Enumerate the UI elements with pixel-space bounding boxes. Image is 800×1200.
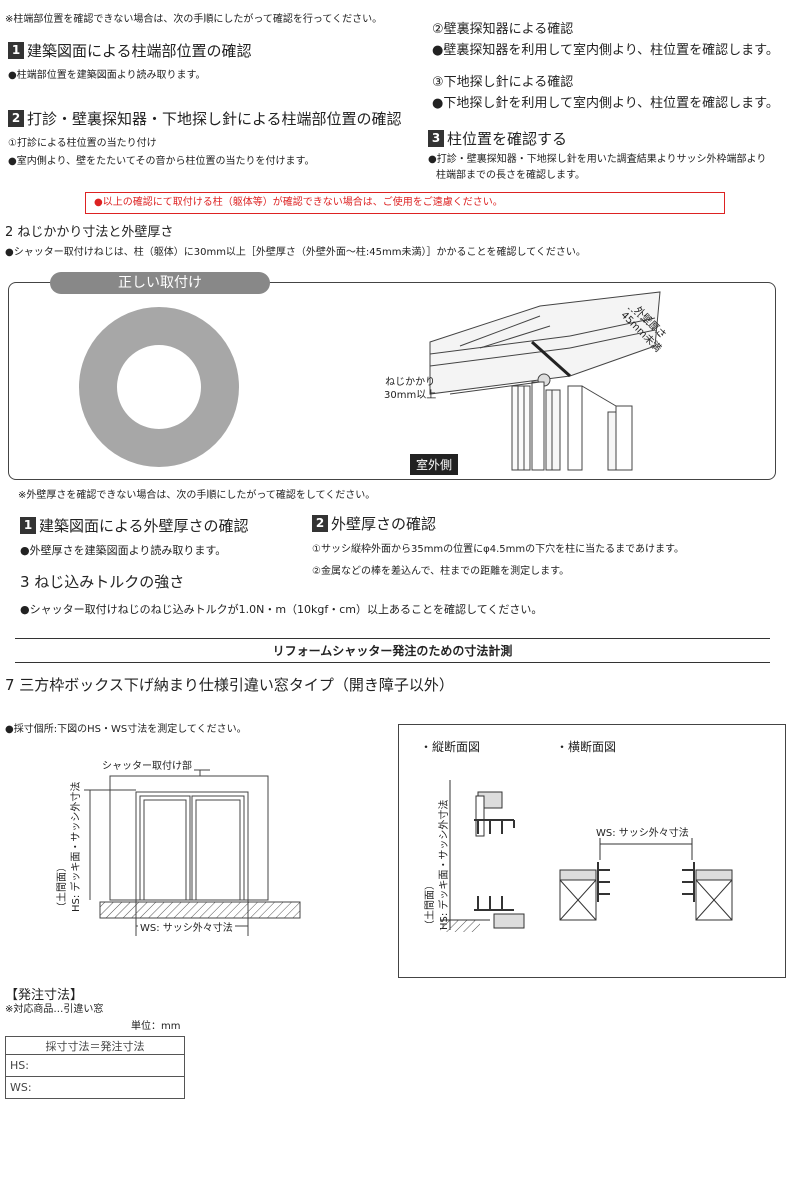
banner-rule-top [15,638,770,639]
warning-box: ●以上の確認にて取付ける柱（躯体等）が確認できない場合は、ご使用をご遠慮ください… [85,192,725,214]
section3-body: ●シャッター取付けねじのねじ込みトルクが1.0N・m（10kgf・cm）以上ある… [20,603,543,616]
s3-body1: ●打診・壁裏探知器・下地探し針を用いた調査結果よりサッシ外枠端部より [428,154,767,165]
banner-title: リフォームシャッター発注のための寸法計測 [272,644,513,658]
s1-heading: 1 建築図面による柱端部位置の確認 [8,40,252,61]
left-note: ※柱端部位置を確認できない場合は、次の手順にしたがって確認を行ってください。 [5,14,383,25]
table-row: WS: [5,1076,185,1099]
s2-title: 打診・壁裏探知器・下地探し針による柱端部位置の確認 [27,110,402,128]
screw-label: ねじかかり 30mm以上 [384,376,436,402]
ws-row-label: WS: [5,1076,185,1099]
hs-label-2: HS: デッキ面・サッシ外寸法 [71,781,82,912]
table-header: 採寸寸法＝発注寸法 [5,1036,185,1055]
wall-s2-title: 外壁厚さの確認 [331,515,437,533]
ws-label: WS: サッシ外々寸法 [138,922,235,935]
applicable-note: ※対応商品…引違い窓 [5,1004,104,1015]
install-diagram [429,291,661,471]
section7-title: 7 三方枠ボックス下げ納まり仕様引違い窓タイプ（開き障子以外） [5,676,454,694]
step-number: 1 [20,517,36,534]
s2-sub: ①打診による柱位置の当たり付け [8,138,157,149]
correct-install-panel [8,282,776,480]
wall-s2-body2: ②金属などの棒を差込んで、柱までの距離を測定します。 [312,566,570,577]
step-number: 2 [8,110,24,127]
s3-heading: 3 柱位置を確認する [428,128,567,149]
s1-title: 建築図面による柱端部位置の確認 [27,42,252,60]
s3-title: 柱位置を確認する [447,130,568,148]
wall-s2-body1: ①サッシ縦枠外面から35mmの位置にφ4.5mmの下穴を柱に当たるまであけます。 [312,544,685,555]
outside-label: 室外側 [410,454,459,475]
unit-label: 単位：mm [131,1021,181,1032]
section-drawings [440,780,733,932]
step-number: 2 [312,515,328,532]
hs-row-label: HS: [5,1054,185,1077]
attach-label: シャッター取付け部 [100,760,194,773]
screw-label-line1: ねじかかり [385,377,436,388]
r-a-title: ②壁裏探知器による確認 [432,22,574,37]
r-b-body: ●下地探し針を利用して室内側より、柱位置を確認します。 [432,96,779,111]
section3-title: 3 ねじ込みトルクの強さ [20,573,185,591]
s2-body: ●室内側より、壁をたたいてその音から柱位置の当たりを付けます。 [8,156,315,167]
section-views-panel [398,724,786,978]
table-row: 採寸寸法＝発注寸法 [5,1036,185,1055]
step-number: 3 [428,130,444,147]
s3-body2: 柱端部までの長さを確認します。 [436,170,585,181]
wall-s1-heading: 1 建築図面による外壁厚さの確認 [20,515,249,536]
r-a-body: ●壁裏探知器を利用して室内側より、柱位置を確認します。 [432,43,779,58]
banner-rule-bottom [15,662,770,663]
measure-note: ●採寸個所:下図のHS・WS寸法を測定してください。 [5,724,247,735]
screw-label-line2: 30mm以上 [384,390,437,401]
image-placeholder-ring [79,307,239,467]
r-ws-label: WS: サッシ外々寸法 [596,828,689,839]
vertical-section-title: ・縦断面図 [420,740,481,754]
wall-s2-heading: 2 外壁厚さの確認 [312,513,436,534]
wall-s1-body: ●外壁厚さを建築図面より読み取ります。 [20,544,227,557]
section2-body: ●シャッター取付けねじは、柱（躯体）に30mm以上［外壁厚さ（外壁外面〜柱:45… [5,247,586,258]
wall-note: ※外壁厚さを確認できない場合は、次の手順にしたがって確認をしてください。 [18,490,376,501]
panel-tab: 正しい取付け [50,272,270,294]
order-table: 採寸寸法＝発注寸法 HS: WS: [5,1036,185,1099]
wall-s1-title: 建築図面による外壁厚さの確認 [39,517,249,535]
r-b-title: ③下地探し針による確認 [432,75,574,90]
order-title: 【発注寸法】 [5,988,84,1003]
hs-label-1: （土間面） [57,862,68,912]
s1-body: ●柱端部位置を建築図面より読み取ります。 [8,70,206,81]
horizontal-section-title: ・横断面図 [556,740,617,754]
section2-title: 2 ねじかかり寸法と外壁厚さ [5,225,174,240]
step-number: 1 [8,42,24,59]
s2-heading: 2 打診・壁裏探知器・下地探し針による柱端部位置の確認 [8,108,402,129]
table-row: HS: [5,1054,185,1077]
